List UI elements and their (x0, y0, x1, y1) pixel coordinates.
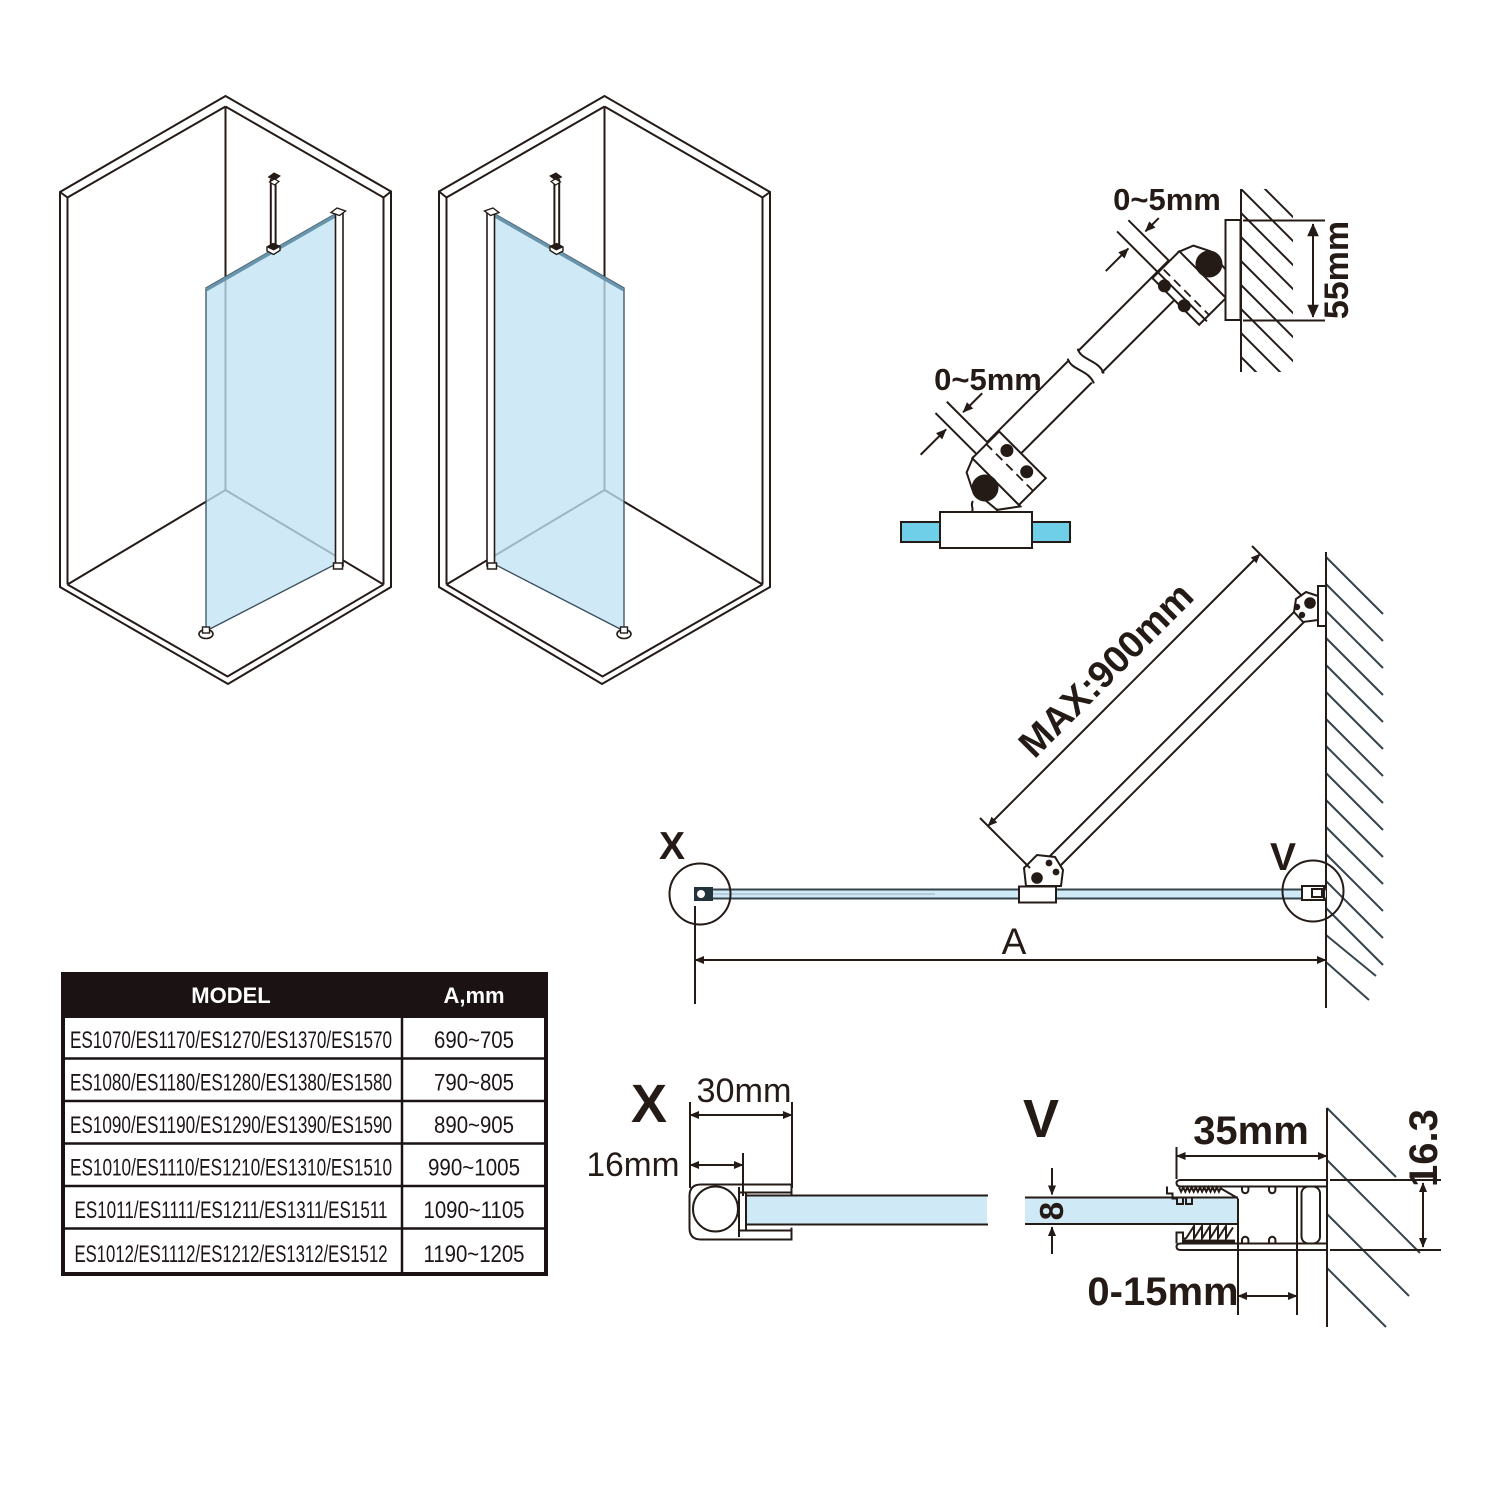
svg-text:0~5mm: 0~5mm (934, 362, 1042, 397)
svg-text:8: 8 (1033, 1202, 1070, 1220)
svg-text:V: V (1023, 1089, 1059, 1149)
svg-text:ES1012/ES1112/ES1212/ES1312/ES: ES1012/ES1112/ES1212/ES1312/ES1512 (75, 1241, 388, 1268)
svg-text:ES1090/ES1190/ES1290/ES1390/ES: ES1090/ES1190/ES1290/ES1390/ES1590 (70, 1112, 392, 1139)
svg-text:16mm: 16mm (587, 1146, 680, 1184)
svg-text:16.3: 16.3 (1402, 1109, 1446, 1187)
svg-text:0-15mm: 0-15mm (1087, 1270, 1238, 1314)
svg-text:X: X (631, 1074, 667, 1134)
svg-text:V: V (1270, 836, 1296, 879)
svg-text:MODEL: MODEL (191, 983, 270, 1008)
svg-text:55mm: 55mm (1318, 221, 1356, 319)
svg-text:35mm: 35mm (1193, 1109, 1309, 1153)
svg-text:X: X (659, 825, 685, 868)
svg-text:ES1070/ES1170/ES1270/ES1370/ES: ES1070/ES1170/ES1270/ES1370/ES1570 (70, 1027, 392, 1054)
svg-text:ES1080/ES1180/ES1280/ES1380/ES: ES1080/ES1180/ES1280/ES1380/ES1580 (70, 1070, 392, 1097)
svg-text:MAX:900mm: MAX:900mm (1011, 575, 1202, 766)
svg-text:A,mm: A,mm (443, 983, 504, 1008)
svg-text:990~1005: 990~1005 (428, 1155, 520, 1182)
svg-text:ES1011/ES1111/ES1211/ES1311/ES: ES1011/ES1111/ES1211/ES1311/ES1511 (75, 1197, 388, 1224)
svg-text:ES1010/ES1110/ES1210/ES1310/ES: ES1010/ES1110/ES1210/ES1310/ES1510 (70, 1155, 392, 1182)
svg-text:30mm: 30mm (697, 1072, 792, 1110)
svg-text:790~805: 790~805 (434, 1070, 514, 1097)
svg-text:0~5mm: 0~5mm (1113, 182, 1221, 217)
svg-text:690~705: 690~705 (434, 1027, 514, 1054)
svg-text:A: A (1002, 921, 1027, 962)
svg-text:1090~1105: 1090~1105 (424, 1197, 525, 1224)
svg-text:1190~1205: 1190~1205 (424, 1241, 525, 1268)
svg-text:890~905: 890~905 (434, 1112, 514, 1139)
